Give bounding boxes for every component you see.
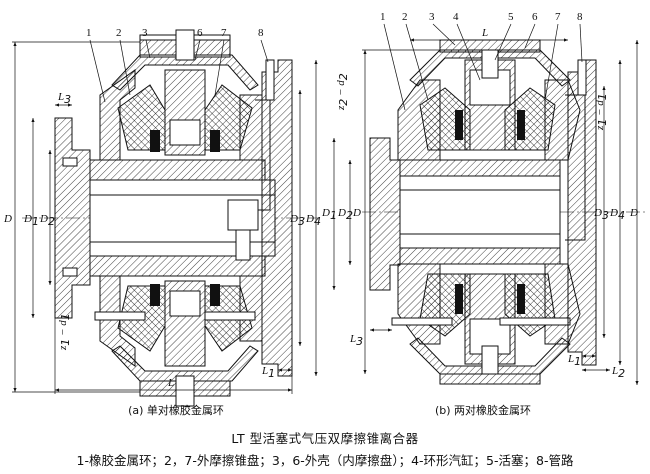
part-number: 1 <box>86 27 92 39</box>
dim-D2-sub: 2 <box>346 209 353 222</box>
dim-L2-sub: 2 <box>618 367 625 380</box>
part-number: 2 <box>116 27 122 39</box>
svg-text:z2 − d2: z2 − d2 <box>335 73 350 111</box>
part-number: 7 <box>555 11 561 23</box>
dim-D1: D <box>23 213 32 225</box>
dim-L1: L <box>261 365 268 377</box>
part-number: 3 <box>142 27 148 39</box>
dim-L: L <box>167 377 174 389</box>
caption-b: (b) 两对橡胶金属环 <box>435 403 531 417</box>
part-number: 2 <box>402 11 408 23</box>
dim-L2: L <box>611 365 618 377</box>
dim-D4: D <box>609 207 618 219</box>
figure-a: 1 2 3 6 7 8 D D1 D2 <box>3 27 321 417</box>
dim-D1-sub: 1 <box>330 209 337 222</box>
svg-text:D2: D2 <box>337 207 353 222</box>
dim-D3: D <box>289 213 298 225</box>
svg-text:D3: D3 <box>593 207 609 222</box>
part-number: 1 <box>380 11 386 23</box>
svg-text:z1 − d1: z1 − d1 <box>57 313 72 351</box>
dim-D3-sub: 3 <box>602 209 609 222</box>
svg-text:D1: D1 <box>23 213 39 228</box>
dim-D4-sub: 4 <box>314 215 321 228</box>
part-number: 8 <box>258 27 264 39</box>
dim-d2: d <box>335 80 347 86</box>
svg-text:L1: L1 <box>261 365 275 380</box>
dim-d1-sub: 1 <box>596 93 609 100</box>
dim-z2-sub: 2 <box>337 99 350 106</box>
svg-text:D4: D4 <box>305 213 321 228</box>
dim-z1: z <box>594 125 606 131</box>
svg-text:z1 − d1: z1 − d1 <box>594 93 609 131</box>
part-number: 8 <box>577 11 583 23</box>
dim-L3-sub: 3 <box>356 335 363 348</box>
dim-D2: D <box>337 207 346 219</box>
dim-L1: L <box>567 353 574 365</box>
figure-title: LT 型活塞式气压双摩擦锥离合器 <box>231 431 419 446</box>
dim-D1-sub: 1 <box>32 215 39 228</box>
part-numbers-a: 1 2 3 6 7 8 <box>86 27 269 103</box>
dim-d1: d <box>57 320 69 326</box>
dim-z2: z <box>335 105 347 111</box>
svg-text:L2: L2 <box>611 365 625 380</box>
part-number: 6 <box>197 27 203 39</box>
svg-text:L3: L3 <box>349 333 363 348</box>
dim-D3-sub: 3 <box>298 215 305 228</box>
part-number: 3 <box>429 11 435 23</box>
dim-L1-sub: 1 <box>268 367 275 380</box>
dim-D1: D <box>321 207 330 219</box>
part-number: 5 <box>508 11 514 23</box>
dim-L3: L <box>349 333 356 345</box>
dim-z1-sub: 1 <box>59 339 72 346</box>
part-number: 4 <box>453 11 459 23</box>
dim-D: D <box>352 207 361 219</box>
dim-D2-sub: 2 <box>48 215 55 228</box>
caption-a: (a) 单对橡胶金属环 <box>128 403 224 417</box>
svg-text:D3: D3 <box>289 213 305 228</box>
part-numbers-b: 1 2 3 4 5 6 7 8 <box>380 11 583 111</box>
dim-L: L <box>481 27 488 39</box>
dim-D: D <box>3 213 12 225</box>
svg-text:L3: L3 <box>57 91 71 106</box>
figure-b: 1 2 3 4 5 6 7 8 L D D1 <box>321 11 645 417</box>
part-number: 7 <box>221 27 227 39</box>
dim-d1-sub: 1 <box>59 313 72 320</box>
dim-d1: d <box>594 100 606 106</box>
svg-text:L1: L1 <box>567 353 581 368</box>
dim-D-outer: D <box>629 207 638 219</box>
svg-text:D2: D2 <box>39 213 55 228</box>
part-number: 6 <box>532 11 538 23</box>
dim-L1-sub: 1 <box>574 355 581 368</box>
dim-D4-sub: 4 <box>618 209 625 222</box>
dim-D3: D <box>593 207 602 219</box>
dimensions-b: L D D1 D2 D3 D4 D z2 − d2 z1 − d1 <box>321 27 639 385</box>
dim-L3: L <box>57 91 64 103</box>
figure-legend: 1-橡胶金属环；2，7-外摩擦锥盘；3，6-外壳（内摩擦盘）；4-环形汽缸；5-… <box>76 453 574 468</box>
dim-z1: z <box>57 345 69 351</box>
dim-D2: D <box>39 213 48 225</box>
svg-text:D1: D1 <box>321 207 337 222</box>
dim-z1-sub: 1 <box>596 119 609 126</box>
svg-text:D4: D4 <box>609 207 625 222</box>
dimensions-a: D D1 D2 D3 D4 L3 z1 − d1 L L1 <box>3 41 321 394</box>
dim-L3-sub: 3 <box>64 93 71 106</box>
dim-d2-sub: 2 <box>337 73 350 80</box>
dim-D4: D <box>305 213 314 225</box>
